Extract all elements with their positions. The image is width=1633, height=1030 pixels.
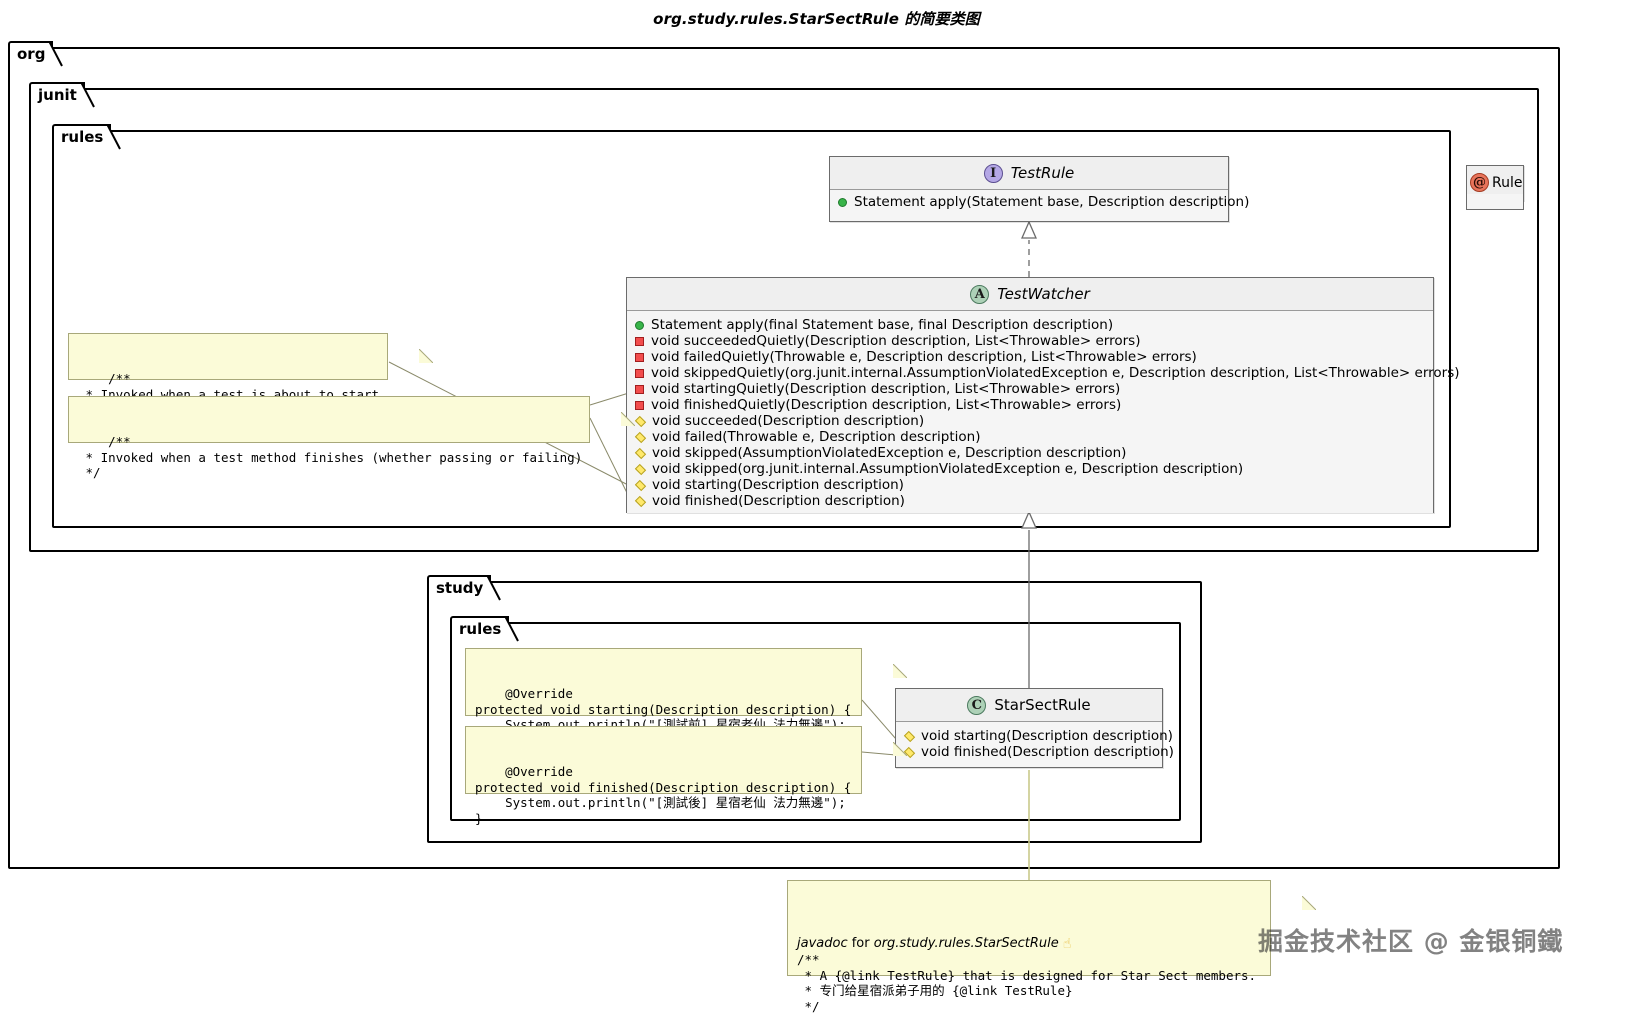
hand-pointer-icon: ☝ bbox=[1062, 935, 1072, 952]
protected-visibility-icon bbox=[634, 495, 647, 507]
member-label: void finished(Description description) bbox=[921, 744, 1174, 760]
annotation-badge-icon: @ bbox=[1470, 173, 1489, 192]
package-tab-slant-icon bbox=[80, 82, 95, 108]
class-header-starsectrule: C StarSectRule bbox=[896, 689, 1162, 722]
member-row[interactable]: void succeededQuietly(Description descri… bbox=[627, 333, 1433, 349]
member-label: void succeeded(Description description) bbox=[652, 413, 925, 429]
note-javadoc-title: javadoc for org.study.rules.StarSectRule… bbox=[797, 936, 1261, 952]
protected-visibility-icon bbox=[634, 479, 647, 491]
class-badge-icon: C bbox=[967, 695, 987, 715]
watermark-text: 掘金技术社区 @ 金银铜鐵 bbox=[1258, 927, 1564, 956]
package-tab-slant-icon bbox=[49, 41, 64, 67]
public-visibility-icon bbox=[635, 320, 644, 330]
page-title: org.study.rules.StarSectRule 的简要类图 bbox=[653, 10, 980, 28]
class-box-testwatcher[interactable]: A TestWatcher Statement apply(final Stat… bbox=[626, 277, 1460, 513]
note-javadoc-middle: for bbox=[847, 935, 874, 951]
note-text: /** * Invoked when a test method finishe… bbox=[85, 434, 583, 480]
private-visibility-icon bbox=[635, 384, 644, 394]
member-row[interactable]: Statement apply(final Statement base, fi… bbox=[627, 317, 1433, 333]
protected-visibility-icon bbox=[634, 447, 647, 459]
note-javadoc-starsectrule: javadoc for org.study.rules.StarSectRule… bbox=[787, 880, 1317, 1014]
member-label: void succeededQuietly(Description descri… bbox=[651, 333, 1141, 349]
note-fold-corner-icon bbox=[576, 396, 636, 426]
note-starting-javadoc: /** * Invoked when a test is about to st… bbox=[68, 333, 434, 417]
public-visibility-icon bbox=[838, 197, 847, 207]
private-visibility-icon bbox=[635, 400, 644, 410]
class-header-testwatcher: A TestWatcher bbox=[627, 278, 1433, 311]
member-row[interactable]: Statement apply(Statement base, Descript… bbox=[830, 194, 1249, 210]
member-row[interactable]: void startingQuietly(Description descrip… bbox=[627, 381, 1433, 397]
member-label: void starting(Description description) bbox=[652, 477, 904, 493]
interface-badge-icon: I bbox=[983, 163, 1003, 183]
class-name-testrule: TestRule bbox=[1010, 164, 1075, 182]
member-label: void finishedQuietly(Description descrip… bbox=[651, 397, 1122, 413]
member-label: void finished(Description description) bbox=[652, 493, 905, 509]
note-fold-corner-icon bbox=[848, 726, 908, 756]
class-box-rule-annotation-footer bbox=[1466, 194, 1524, 210]
member-row[interactable]: void finished(Description description) bbox=[896, 744, 1174, 760]
package-junit-tab: junit bbox=[29, 82, 95, 108]
note-starting-code: @Override protected void starting(Descri… bbox=[465, 648, 908, 748]
note-finished-javadoc: /** * Invoked when a test method finishe… bbox=[68, 396, 636, 480]
member-label: Statement apply(final Statement base, fi… bbox=[651, 317, 1114, 333]
class-box-starsectrule[interactable]: C StarSectRule void starting(Description… bbox=[895, 688, 1174, 768]
private-visibility-icon bbox=[635, 352, 644, 362]
class-box-testrule[interactable]: I TestRule Statement apply(Statement bas… bbox=[829, 156, 1249, 222]
package-junit-rules-label: rules bbox=[61, 128, 104, 146]
class-members-starsectrule: void starting(Description description) v… bbox=[896, 722, 1174, 764]
class-name-starsectrule: StarSectRule bbox=[994, 696, 1091, 714]
package-tab-slant-icon bbox=[505, 616, 520, 642]
class-members-testrule: Statement apply(Statement base, Descript… bbox=[830, 190, 1249, 214]
abstract-badge-icon: A bbox=[970, 284, 990, 304]
member-label: void failed(Throwable e, Description des… bbox=[652, 429, 981, 445]
note-fold-corner-icon bbox=[848, 648, 908, 678]
member-row[interactable]: void succeeded(Description description) bbox=[627, 413, 1433, 429]
private-visibility-icon bbox=[635, 368, 644, 378]
member-row[interactable]: void starting(Description description) bbox=[896, 728, 1173, 744]
package-junit-rules-tab: rules bbox=[52, 124, 122, 150]
note-finished-code: @Override protected void finished(Descri… bbox=[465, 726, 908, 826]
member-label: void skipped(AssumptionViolatedException… bbox=[652, 445, 1127, 461]
package-study-tab: study bbox=[427, 575, 502, 601]
class-name-testwatcher: TestWatcher bbox=[997, 285, 1090, 303]
member-row[interactable]: void skipped(org.junit.internal.Assumpti… bbox=[627, 461, 1433, 477]
member-label: void skippedQuietly(org.junit.internal.A… bbox=[651, 365, 1460, 381]
package-org-tab: org bbox=[8, 41, 64, 67]
note-fold-corner-icon bbox=[374, 333, 434, 363]
package-study-rules-label: rules bbox=[459, 620, 502, 638]
protected-visibility-icon bbox=[634, 431, 647, 443]
package-study-rules-tab: rules bbox=[450, 616, 520, 642]
protected-visibility-icon bbox=[634, 415, 647, 427]
class-header-testrule: I TestRule bbox=[830, 157, 1228, 190]
note-fold-corner-icon bbox=[1257, 880, 1317, 910]
class-header-rule-annotation: @ Rule bbox=[1467, 166, 1523, 200]
note-text: @Override protected void finished(Descri… bbox=[475, 764, 852, 826]
member-label: void skipped(org.junit.internal.Assumpti… bbox=[652, 461, 1244, 477]
note-javadoc-target: org.study.rules.StarSectRule bbox=[873, 935, 1059, 951]
member-label: void startingQuietly(Description descrip… bbox=[651, 381, 1121, 397]
member-row[interactable]: void starting(Description description) bbox=[627, 477, 1433, 493]
class-members-testwatcher: Statement apply(final Statement base, fi… bbox=[627, 311, 1460, 513]
protected-visibility-icon bbox=[903, 730, 916, 742]
package-org-label: org bbox=[17, 45, 46, 63]
package-junit-label: junit bbox=[38, 86, 77, 104]
private-visibility-icon bbox=[635, 336, 644, 346]
member-row[interactable]: void failedQuietly(Throwable e, Descript… bbox=[627, 349, 1433, 365]
package-tab-slant-icon bbox=[107, 124, 122, 150]
note-text: /** * A {@link TestRule} that is designe… bbox=[797, 952, 1257, 1014]
protected-visibility-icon bbox=[634, 463, 647, 475]
member-row[interactable]: void failed(Throwable e, Description des… bbox=[627, 429, 1433, 445]
member-label: void failedQuietly(Throwable e, Descript… bbox=[651, 349, 1197, 365]
member-label: void starting(Description description) bbox=[921, 728, 1173, 744]
package-study-label: study bbox=[436, 579, 484, 597]
package-tab-slant-icon bbox=[487, 575, 502, 601]
member-row[interactable]: void finishedQuietly(Description descrip… bbox=[627, 397, 1433, 413]
member-row[interactable]: void skippedQuietly(org.junit.internal.A… bbox=[627, 365, 1460, 381]
class-name-rule-annotation: Rule bbox=[1492, 174, 1523, 191]
member-row[interactable]: void skipped(AssumptionViolatedException… bbox=[627, 445, 1433, 461]
note-javadoc-prefix: javadoc bbox=[797, 935, 848, 951]
member-row[interactable]: void finished(Description description) bbox=[627, 493, 1433, 509]
member-label: Statement apply(Statement base, Descript… bbox=[854, 194, 1250, 210]
